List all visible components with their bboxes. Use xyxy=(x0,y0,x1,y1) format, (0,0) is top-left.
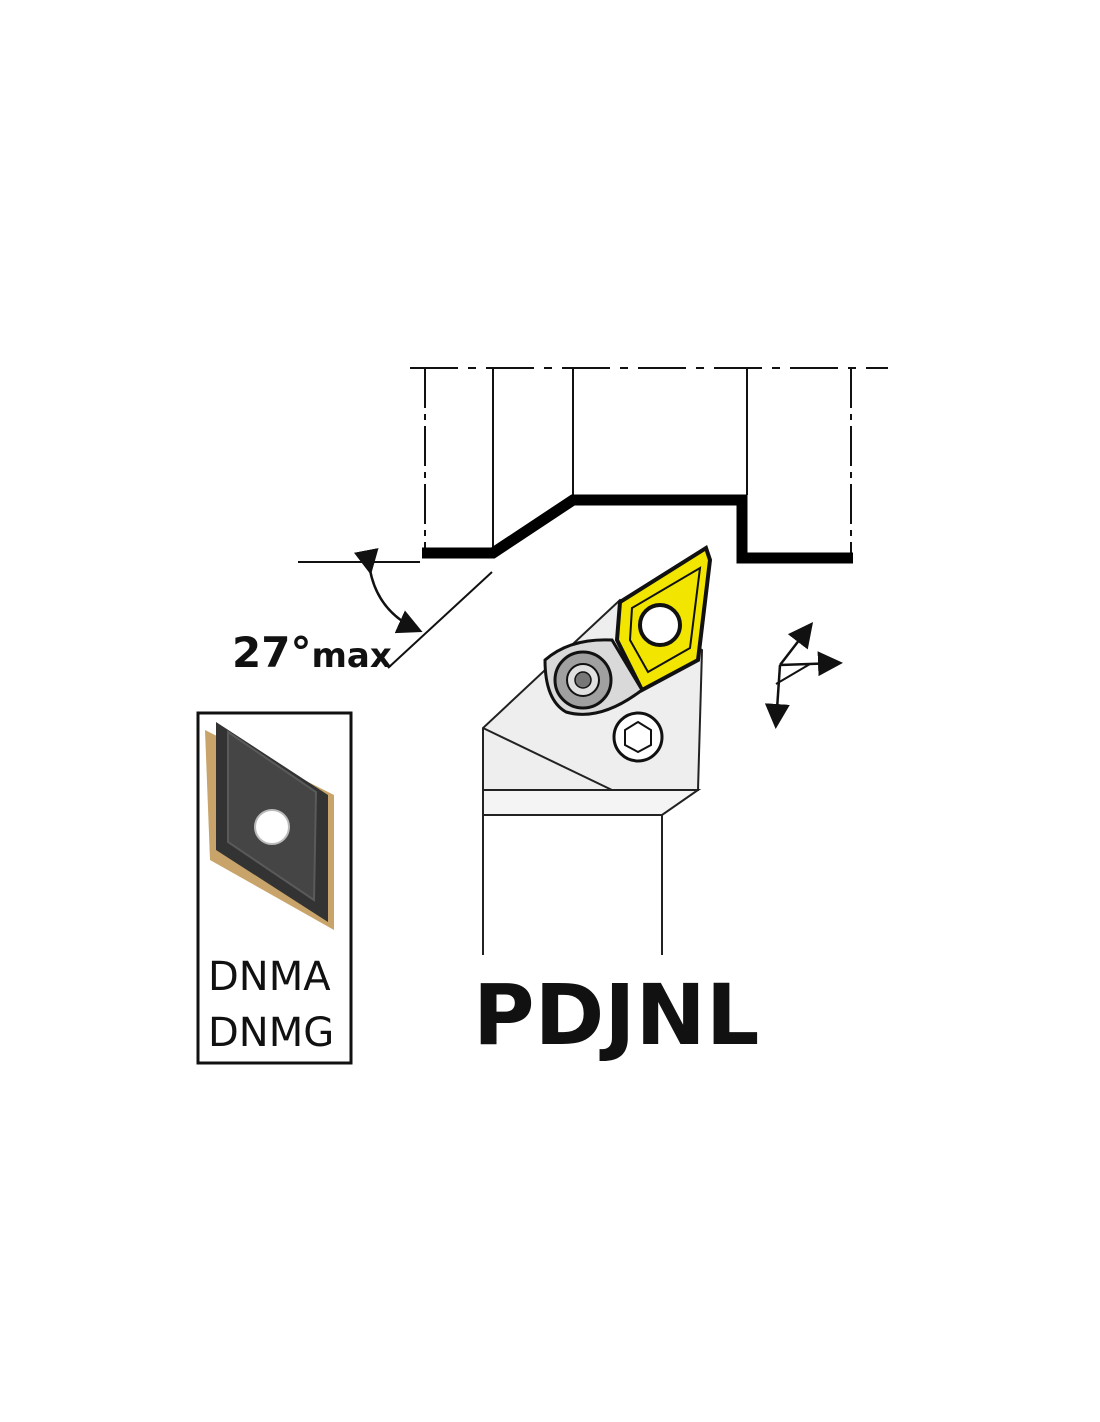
workpiece-profile xyxy=(410,367,888,564)
insert-rhombic-yellow xyxy=(614,544,713,693)
insert-photo xyxy=(205,722,334,930)
insert-hole xyxy=(638,603,682,647)
angle-arrow xyxy=(353,548,423,634)
hex-screw xyxy=(612,711,664,763)
clamp xyxy=(543,638,644,716)
angle-label: 27°max xyxy=(232,628,392,677)
insert-type-dnma: DNMA xyxy=(208,954,331,1000)
insert-photo-box: DNMA DNMG xyxy=(196,711,353,1065)
angle-indicator xyxy=(298,548,493,669)
insert-type-dnmg: DNMG xyxy=(208,1010,334,1056)
feed-direction-arrows xyxy=(764,622,843,729)
holder-code: PDJNL xyxy=(473,966,759,1064)
